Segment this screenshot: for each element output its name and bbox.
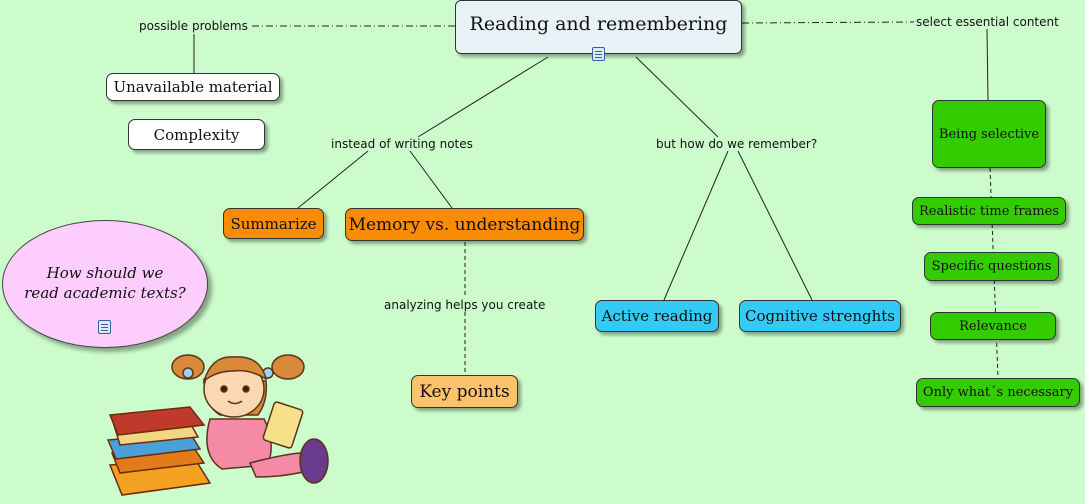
question-note-icon[interactable] [98, 320, 111, 334]
edge-root-instead-notes [417, 56, 549, 138]
node-relevance[interactable]: Relevance [930, 312, 1056, 340]
node-active-reading[interactable]: Active reading [595, 300, 719, 332]
edge-instead-notes-memory [409, 150, 453, 209]
link-label-how-remember: but how do we remember? [654, 137, 820, 151]
node-being-selective[interactable]: Being selective [932, 100, 1046, 168]
node-key-points[interactable]: Key points [411, 375, 518, 408]
girl-reading-books-illustration [106, 354, 329, 496]
edge-how-remember-cognitive [737, 150, 813, 301]
node-summarize[interactable]: Summarize [223, 208, 324, 239]
edge-root-select-essential [741, 21, 916, 24]
edge-root-how-remember [635, 56, 719, 138]
node-memory-vs-understanding[interactable]: Memory vs. understanding [345, 208, 584, 241]
question-text: How should we read academic texts? [24, 264, 186, 302]
node-specific-questions[interactable]: Specific questions [924, 252, 1059, 281]
node-unavailable-material[interactable]: Unavailable material [106, 73, 280, 101]
root-node-reading-remembering[interactable]: Reading and remembering [455, 0, 742, 54]
node-realistic-time-frames[interactable]: Realistic time frames [912, 197, 1066, 225]
edge-select-essential-being-selective [986, 28, 989, 101]
node-cognitive-strenghts[interactable]: Cognitive strenghts [739, 300, 901, 332]
link-label-analyzing: analyzing helps you create [382, 298, 548, 312]
link-label-instead-of-notes: instead of writing notes [329, 137, 475, 151]
link-label-select-essential: select essential content [914, 15, 1061, 29]
root-title: Reading and remembering [469, 13, 728, 35]
book-stack [106, 406, 212, 496]
edge-how-remember-active [663, 150, 729, 301]
node-only-whats-necessary[interactable]: Only what´s necessary [916, 378, 1080, 407]
node-complexity[interactable]: Complexity [128, 119, 265, 150]
root-note-icon[interactable] [592, 47, 605, 61]
girl [171, 354, 329, 484]
edge-instead-notes-summarize [297, 150, 369, 209]
link-label-possible-problems: possible problems [137, 19, 250, 33]
